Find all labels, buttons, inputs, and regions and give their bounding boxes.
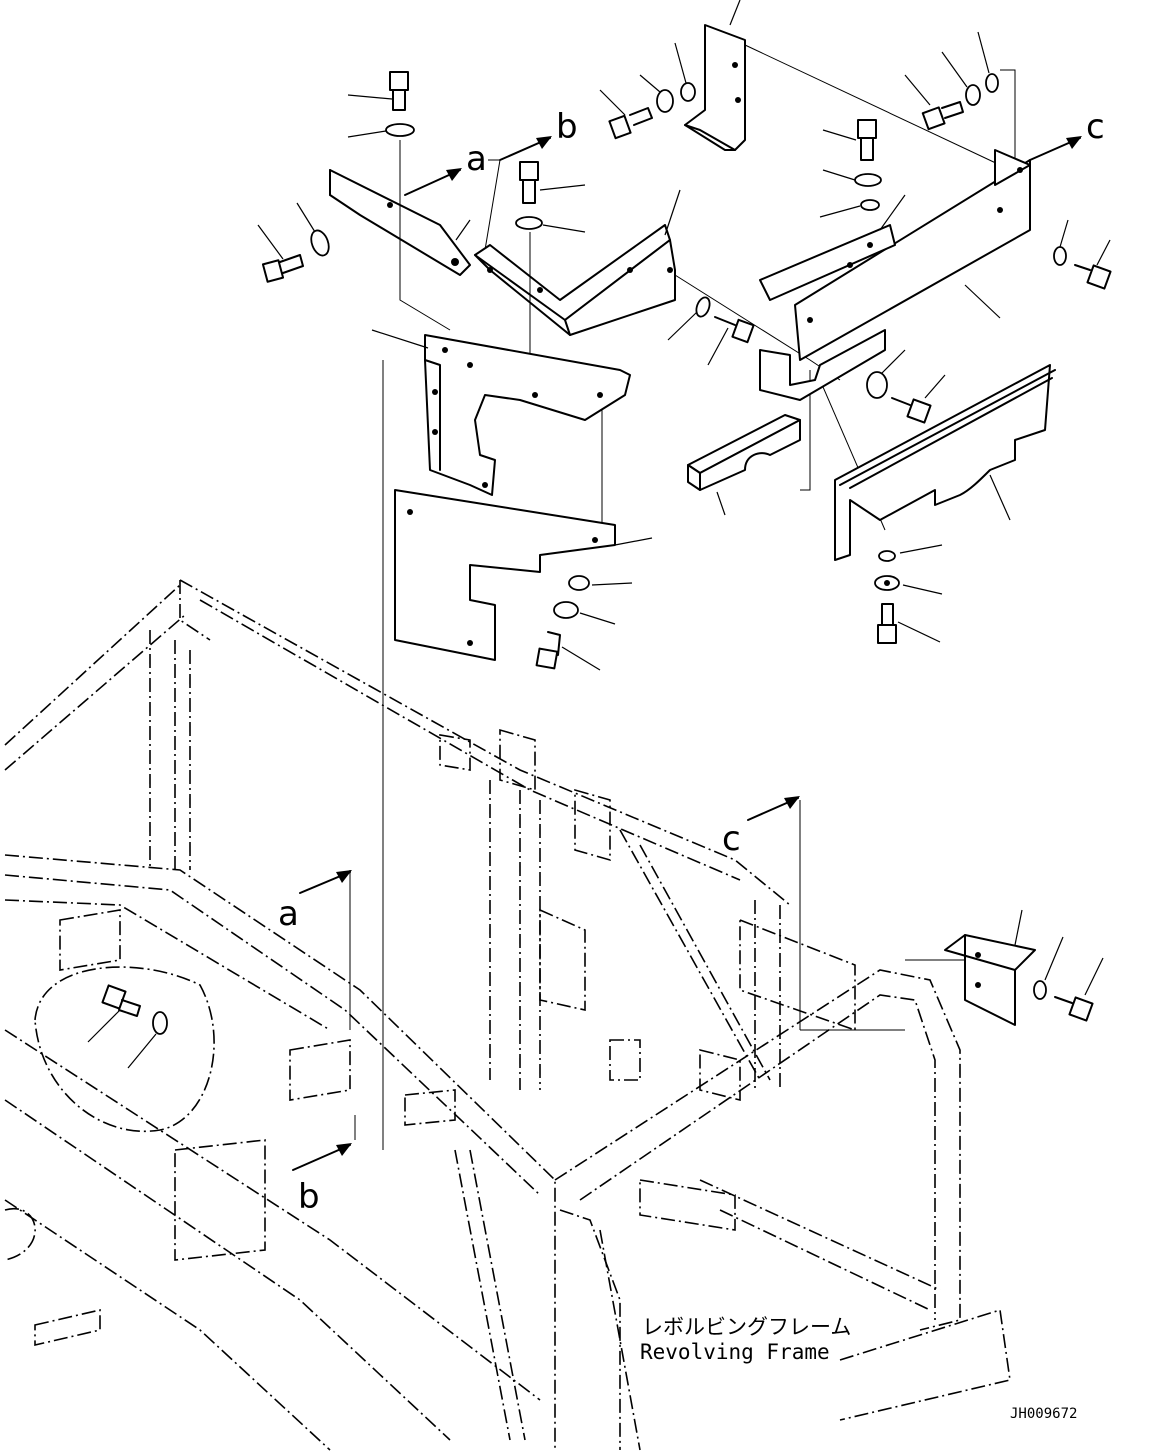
callout-c-top-label: c bbox=[1086, 107, 1105, 147]
callout-b-top: b bbox=[484, 107, 578, 251]
bolt-group-left bbox=[347, 71, 415, 138]
bolt-washer-right-cover bbox=[874, 544, 943, 644]
bolt-washer-center-right bbox=[819, 119, 882, 218]
callout-c-lower-label: c bbox=[722, 819, 741, 859]
callout-b-lower-label: b bbox=[298, 1177, 320, 1217]
callout-a-lower-label: a bbox=[278, 894, 299, 934]
callout-a-top-label: a bbox=[466, 139, 487, 179]
assembly-guides bbox=[349, 44, 1016, 1150]
bent-plate-top bbox=[684, 0, 746, 151]
bolt-washer-center bbox=[515, 161, 586, 233]
callout-c-lower: c bbox=[722, 796, 800, 859]
bolt-washer-top-right bbox=[904, 31, 999, 131]
callout-a-lower: a bbox=[278, 870, 352, 934]
revolving-frame bbox=[4, 579, 1011, 1451]
bracket-vertical bbox=[371, 329, 631, 496]
bolt-washer-bracket-c bbox=[866, 349, 946, 424]
frame-label-english: Revolving Frame bbox=[640, 1340, 830, 1364]
frame-label-japanese: レボルビングフレーム bbox=[642, 1315, 851, 1339]
callout-a-top: a bbox=[404, 139, 487, 196]
rubber-block bbox=[687, 414, 801, 516]
detail-outline bbox=[34, 966, 215, 1133]
bolt-washer-top-plate bbox=[599, 42, 696, 140]
right-cover bbox=[834, 364, 1056, 561]
bracket-lower-right bbox=[944, 909, 1104, 1026]
bolt-washer-bracket-b bbox=[667, 296, 755, 366]
bracket-b bbox=[474, 189, 681, 336]
callout-b-lower: b bbox=[292, 1143, 352, 1217]
callout-b-top-label: b bbox=[556, 107, 578, 147]
callout-c-top: c bbox=[1029, 107, 1105, 161]
bolt-washer-cover bbox=[535, 575, 633, 671]
bolt-washer-right bbox=[1053, 219, 1112, 290]
bolt-washer-detail bbox=[87, 984, 168, 1069]
bracket-c bbox=[759, 149, 1031, 401]
drawing-code: JH009672 bbox=[1010, 1406, 1077, 1422]
bolt-washer-left bbox=[257, 202, 330, 283]
cover-plate bbox=[394, 489, 653, 661]
